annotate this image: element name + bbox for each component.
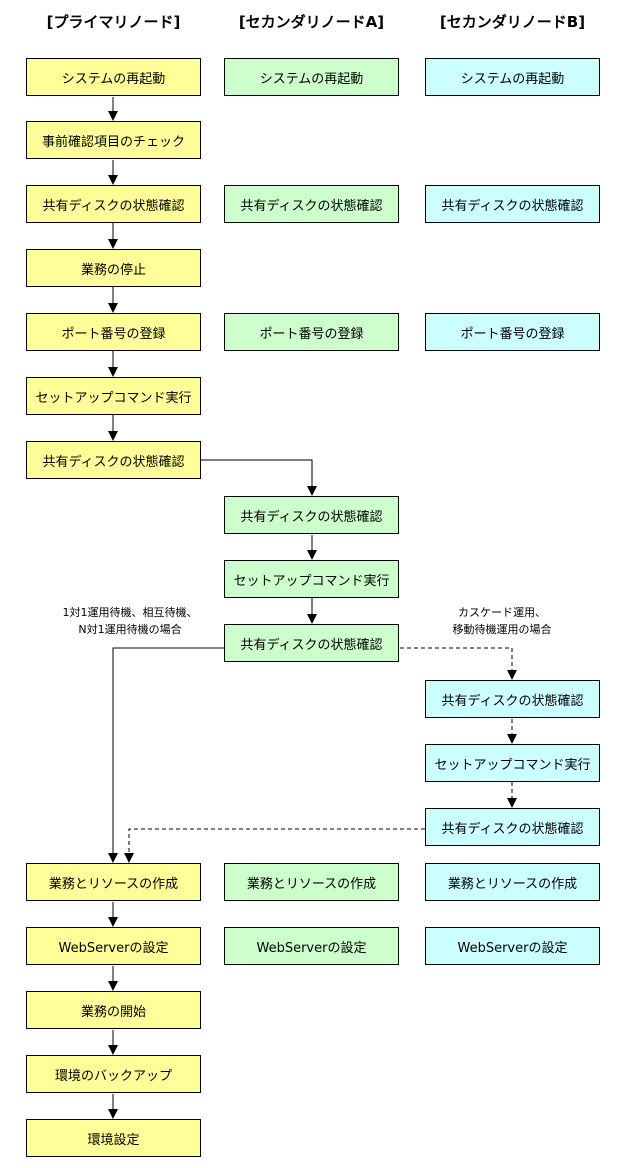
- primary-step-stop-business: 業務の停止: [26, 249, 201, 287]
- primary-step-backup: 環境のバックアップ: [26, 1055, 201, 1093]
- arrow-b6-p8-dashed: [124, 828, 425, 863]
- primary-step-register-port: ポート番号の登録: [26, 313, 201, 351]
- secondary-a-step-webserver-setup: WebServerの設定: [224, 927, 399, 965]
- secondary-b-step-system-reboot: システムの再起動: [425, 58, 600, 96]
- secondary-a-step-shared-disk-check-1: 共有ディスクの状態確認: [224, 185, 399, 223]
- arrow-a6-b4-dashed: [400, 647, 517, 680]
- secondary-b-step-register-port: ポート番号の登録: [425, 313, 600, 351]
- secondary-b-step-setup-command: セットアップコマンド実行: [425, 744, 600, 782]
- branch-note-left-line2: N対1運用待機の場合: [78, 623, 182, 636]
- primary-step-environment-setup: 環境設定: [26, 1119, 201, 1157]
- header-primary-node: [プライマリノード]: [46, 13, 181, 31]
- secondary-b-step-create-business: 業務とリソースの作成: [425, 863, 600, 901]
- secondary-b-step-shared-disk-check-1: 共有ディスクの状態確認: [425, 185, 600, 223]
- primary-step-start-business: 業務の開始: [26, 991, 201, 1029]
- header-secondary-node-a: [セカンダリノードA]: [238, 13, 385, 31]
- branch-note-left-line1: 1対1運用待機、相互待機、: [62, 606, 198, 619]
- secondary-b-step-shared-disk-check-2: 共有ディスクの状態確認: [425, 680, 600, 718]
- primary-step-shared-disk-check-1: 共有ディスクの状態確認: [26, 185, 201, 223]
- branch-note-right-line2: 移動待機運用の場合: [452, 623, 552, 636]
- primary-step-setup-command: セットアップコマンド実行: [26, 377, 201, 415]
- primary-step-precheck: 事前確認項目のチェック: [26, 121, 201, 159]
- secondary-b-step-webserver-setup: WebServerの設定: [425, 927, 600, 965]
- branch-note-left: 1対1運用待機、相互待機、 N対1運用待機の場合: [40, 604, 220, 638]
- primary-step-shared-disk-check-2: 共有ディスクの状態確認: [26, 441, 201, 479]
- arrow-a6-p8-solid: [108, 647, 224, 863]
- branch-note-right-line1: カスケード運用、: [458, 606, 546, 619]
- secondary-a-step-register-port: ポート番号の登録: [224, 313, 399, 351]
- header-secondary-node-b: [セカンダリノードB]: [439, 13, 586, 31]
- arrow-p7-a4: [201, 459, 317, 496]
- secondary-a-step-system-reboot: システムの再起動: [224, 58, 399, 96]
- secondary-a-step-shared-disk-check-2: 共有ディスクの状態確認: [224, 496, 399, 534]
- primary-step-create-business: 業務とリソースの作成: [26, 863, 201, 901]
- secondary-b-step-shared-disk-check-3: 共有ディスクの状態確認: [425, 808, 600, 846]
- primary-step-system-reboot: システムの再起動: [26, 58, 201, 96]
- secondary-a-step-create-business: 業務とリソースの作成: [224, 863, 399, 901]
- secondary-a-step-setup-command: セットアップコマンド実行: [224, 560, 399, 598]
- secondary-a-step-shared-disk-check-3: 共有ディスクの状態確認: [224, 624, 399, 662]
- primary-step-webserver-setup: WebServerの設定: [26, 927, 201, 965]
- branch-note-right: カスケード運用、 移動待機運用の場合: [412, 604, 592, 638]
